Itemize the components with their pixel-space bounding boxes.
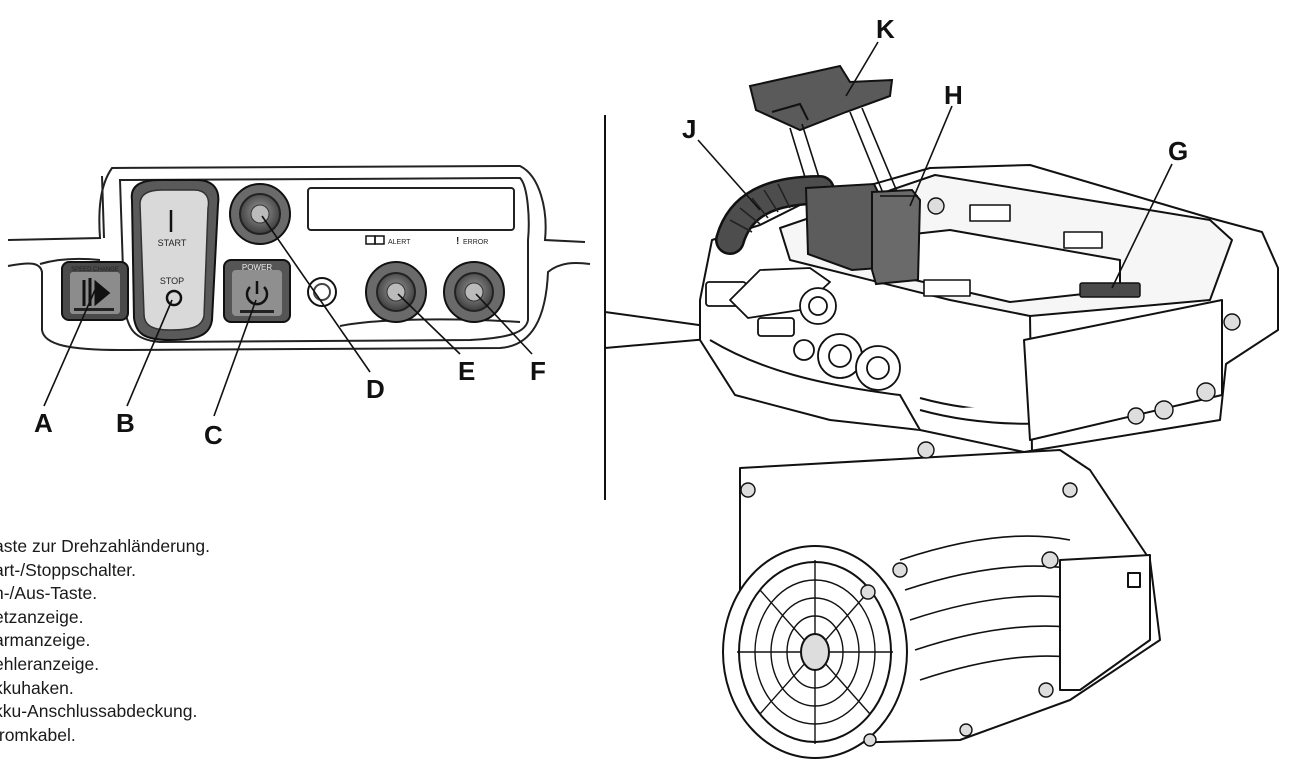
legend-item: etzanzeige. [0, 606, 84, 627]
callout-f: F [530, 356, 546, 386]
leader-lines-panel [43, 215, 533, 417]
power-icon [245, 281, 269, 306]
leader-lines-engine [697, 41, 1173, 289]
legend-item: armanzeige. [0, 630, 91, 651]
legend-item: ehleranzeige. [0, 653, 100, 674]
legend-item: kkuhaken. [0, 677, 74, 698]
engine-illustration [699, 164, 1279, 759]
stop-ring-icon [165, 289, 183, 307]
start-stop-switch[interactable]: START STOP [130, 179, 220, 342]
callout-k: K [876, 14, 895, 44]
manual-book-icon [365, 235, 385, 245]
callout-a: A [34, 408, 53, 438]
alert-label: ALERT [388, 239, 411, 246]
battery-connector-cover [1079, 282, 1141, 298]
power-button[interactable]: POWER [223, 259, 291, 323]
stop-label: STOP [160, 276, 184, 286]
callout-b: B [116, 408, 135, 438]
net-indicator [229, 183, 291, 245]
legend-item: aste zur Drehzahländerung. [0, 536, 210, 556]
callout-d: D [366, 374, 385, 404]
alert-indicator: ALERT [365, 235, 427, 323]
error-icon: ! [456, 236, 459, 247]
speed-change-label: SPEED CHANGE [71, 267, 119, 273]
legend-item: kku-Anschlussabdeckung. [0, 701, 198, 722]
callout-e: E [458, 356, 475, 386]
start-label: START [158, 238, 187, 248]
callout-j: J [682, 114, 696, 144]
battery-connector [804, 182, 922, 286]
battery-hook [748, 64, 899, 211]
error-label: ERROR [463, 239, 488, 246]
callout-h: H [944, 80, 963, 110]
legend-item: tromkabel. [0, 724, 76, 745]
parts-legend: aste zur Drehzahländerung. art-/Stoppsch… [0, 535, 210, 747]
legend-item: art-/Stoppschalter. [0, 559, 137, 580]
callout-g: G [1168, 136, 1188, 166]
error-indicator: ! ERROR [443, 236, 505, 323]
power-label: POWER [242, 263, 272, 272]
callout-c: C [204, 420, 223, 450]
power-cable [715, 175, 835, 255]
speed-change-button[interactable]: SPEED CHANGE [61, 261, 129, 321]
legend-item: n-/Aus-Taste. [0, 583, 98, 604]
